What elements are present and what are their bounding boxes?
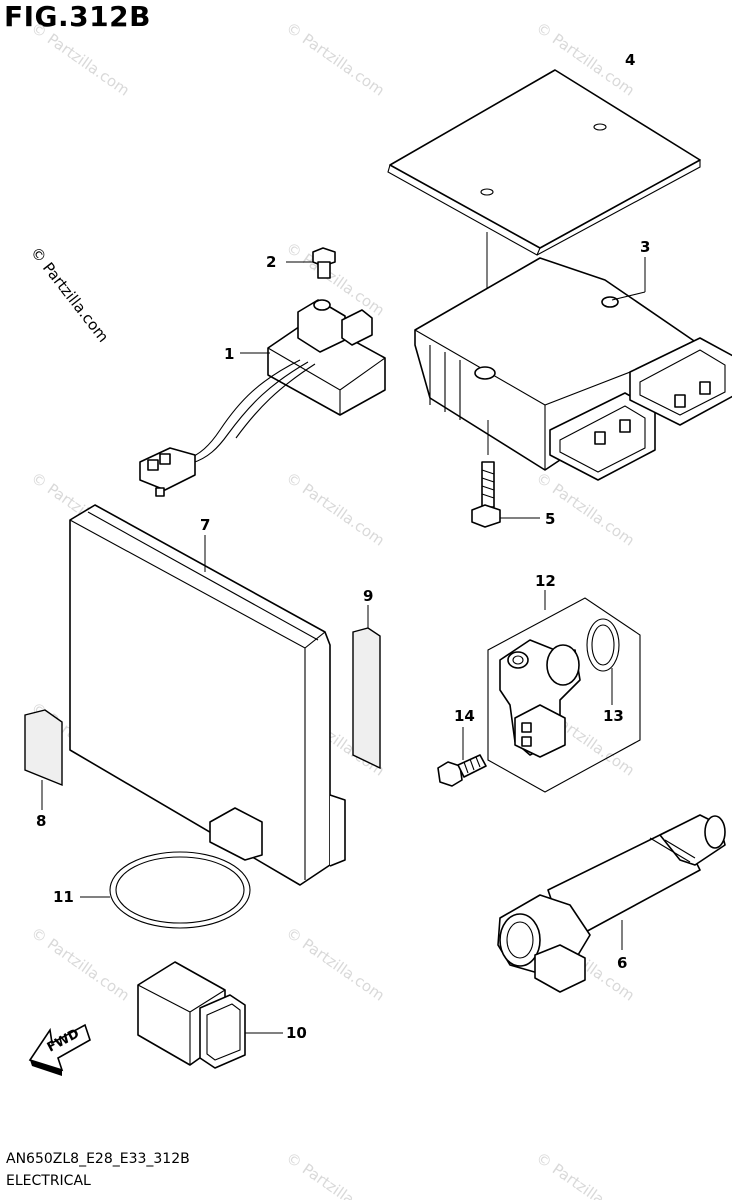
figure-title: FIG.312B (4, 0, 151, 33)
watermark: © Partzilla.com (533, 1149, 638, 1200)
watermark: © Partzilla.com (283, 924, 388, 1005)
callout-3[interactable]: 3 (640, 238, 650, 256)
part-5-bolt (471, 420, 540, 528)
watermark: © Partzilla.com (27, 243, 112, 345)
part-10-connector (137, 961, 283, 1069)
callout-12[interactable]: 12 (535, 572, 556, 590)
part-3-regulator (414, 257, 732, 481)
watermark: © Partzilla.com (283, 239, 388, 320)
section-name: ELECTRICAL (6, 1173, 91, 1189)
callout-8[interactable]: 8 (36, 812, 46, 830)
callout-9[interactable]: 9 (363, 587, 373, 605)
callout-5[interactable]: 5 (545, 510, 555, 528)
part-14-bolt (437, 727, 487, 787)
fwd-arrow: FWD (28, 1023, 91, 1076)
callout-7[interactable]: 7 (200, 516, 210, 534)
part-12-sensor-group (487, 590, 641, 793)
callout-13[interactable]: 13 (603, 707, 624, 725)
part-1-relay (139, 299, 386, 497)
watermark: © Partzilla.com (283, 469, 388, 550)
part-7-ecm (69, 504, 346, 886)
part-9-label (352, 605, 381, 770)
callout-11[interactable]: 11 (53, 888, 74, 906)
callout-4[interactable]: 4 (625, 51, 635, 69)
model-code: AN650ZL8_E28_E33_312B (6, 1151, 190, 1167)
part-13-oring (586, 618, 620, 705)
part-6-ignition-coil (497, 814, 726, 993)
watermark: © Partzilla.com (28, 19, 133, 100)
callout-6[interactable]: 6 (617, 954, 627, 972)
part-2-bolt (286, 247, 336, 279)
part-8-label (24, 709, 63, 810)
part-11-oring (80, 851, 251, 929)
callout-14[interactable]: 14 (454, 707, 475, 725)
callout-labels: 1 2 3 4 5 6 7 8 9 10 11 12 13 14 (36, 51, 650, 1042)
callout-10[interactable]: 10 (286, 1024, 307, 1042)
watermark: © Partzilla.com (283, 1149, 388, 1200)
watermark: © Partzilla.com (28, 924, 133, 1005)
part-4-cover (387, 69, 701, 256)
callout-1[interactable]: 1 (224, 345, 234, 363)
watermark: © Partzilla.com (283, 19, 388, 100)
callout-2[interactable]: 2 (266, 253, 276, 271)
